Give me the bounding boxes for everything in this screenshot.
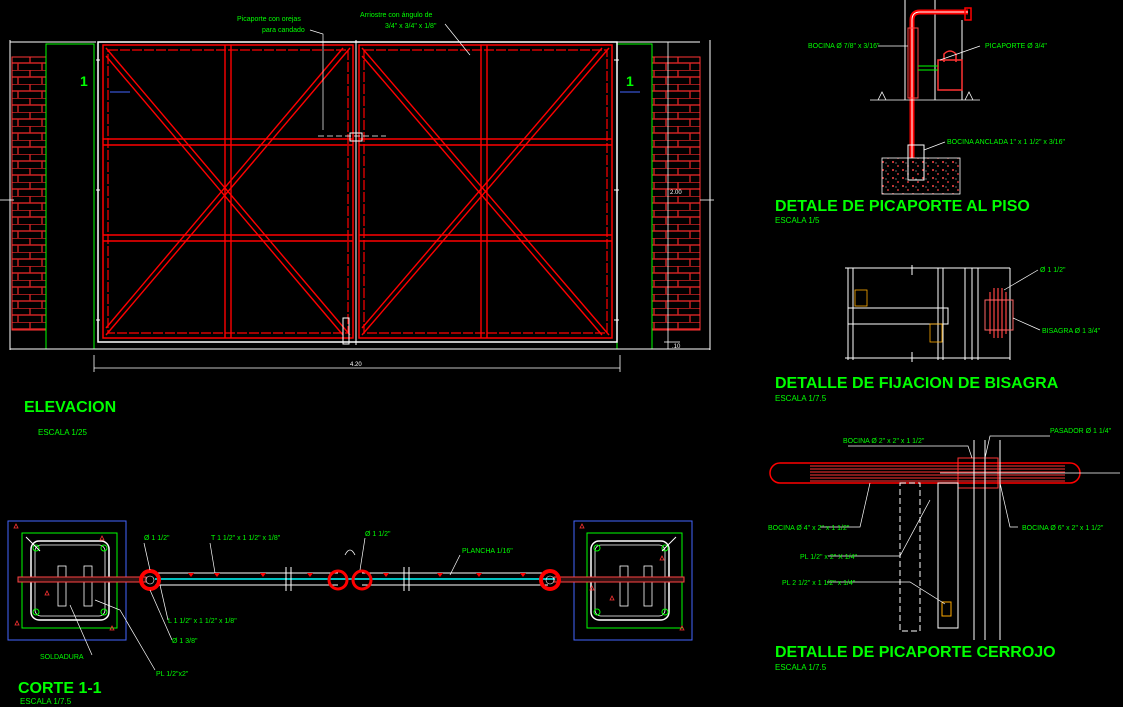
elevation-drawing: 1 1 Picaporte con orejas para candado Ar… xyxy=(0,12,714,372)
floor-latch-drawing: BOCINA Ø 7/8" x 3/16" PICAPORTE Ø 3/4" B… xyxy=(808,0,1065,195)
hinge-label-hinge: BISAGRA Ø 1 3/4" xyxy=(1042,328,1101,335)
elevation-scale: ESCALA 1/25 xyxy=(38,428,87,437)
axis-marker-right: 1 xyxy=(626,73,634,89)
width-dimension: 4.20 xyxy=(350,362,362,368)
section-scale: ESCALA 1/7.5 xyxy=(20,697,72,706)
brick-wall-right xyxy=(651,56,701,331)
section-label-plate: PLANCHA 1/16" xyxy=(462,548,513,555)
hinge-title: DETALLE DE FIJACION DE BISAGRA xyxy=(775,375,1059,392)
hinge-drawing: Ø 1 1/2" BISAGRA Ø 1 3/4" xyxy=(845,265,1101,362)
height-dimension: 2.00 xyxy=(670,190,682,196)
bolt-label-bush-right: BOCINA Ø 6" x 2" x 1 1/2" xyxy=(1022,525,1104,532)
floor-latch-label-anchored: BOCINA ANCLADA 1" x 1 1/2" x 3/16" xyxy=(947,139,1065,146)
bolt-drawing: BOCINA Ø 2" x 2" x 1 1/2" PASADOR Ø 1 1/… xyxy=(768,428,1120,640)
axis-marker-left: 1 xyxy=(80,73,88,89)
base-dimension: .10 xyxy=(672,344,681,350)
bolt-label-pl2: PL 2 1/2" x 1 1/2" x 1/4" xyxy=(782,580,856,587)
floor-latch-label-bushing: BOCINA Ø 7/8" x 3/16" xyxy=(808,43,880,50)
brick-wall-left xyxy=(11,56,47,331)
hinge-scale: ESCALA 1/7.5 xyxy=(775,394,827,403)
elevation-title: ELEVACION xyxy=(24,399,117,416)
section-label-t: T 1 1/2" x 1 1/2" x 1/8" xyxy=(211,535,281,542)
bolt-label-bush-top: BOCINA Ø 2" x 2" x 1 1/2" xyxy=(843,438,925,445)
bolt-title: DETALLE DE PICAPORTE CERROJO xyxy=(775,644,1056,661)
hinge-label-d: Ø 1 1/2" xyxy=(1040,267,1066,274)
section-label-pl: PL 1/2"x2" xyxy=(156,671,189,678)
brace-note-line2: 3/4" x 3/4" x 1/8" xyxy=(385,23,437,30)
latch-note-line2: para candado xyxy=(262,27,305,34)
floor-latch-scale: ESCALA 1/5 xyxy=(775,216,820,225)
section-label-weld: SOLDADURA xyxy=(40,654,84,661)
bolt-scale: ESCALA 1/7.5 xyxy=(775,663,827,672)
section-drawing: Ø 1 1/2" T 1 1/2" x 1 1/2" x 1/8" Ø 1 1/… xyxy=(7,520,693,678)
floor-latch-title: DETALE DE PICAPORTE AL PISO xyxy=(775,198,1030,215)
bolt-label-pin: PASADOR Ø 1 1/4" xyxy=(1050,428,1112,435)
section-label-d3: Ø 1 3/8" xyxy=(172,638,198,645)
bolt-label-pl1: PL 1/2" x 2" X 1/4" xyxy=(800,554,858,561)
latch-note-line1: Picaporte con orejas xyxy=(237,16,301,23)
bolt-label-bush-left: BOCINA Ø 4" x 2" x 1 1/2" xyxy=(768,525,850,532)
section-label-angle: L 1 1/2" x 1 1/2" x 1/8" xyxy=(168,618,237,625)
section-label-d1: Ø 1 1/2" xyxy=(144,535,170,542)
section-label-d2: Ø 1 1/2" xyxy=(365,531,391,538)
floor-latch-label-latch: PICAPORTE Ø 3/4" xyxy=(985,43,1047,50)
section-title: CORTE 1-1 xyxy=(18,680,102,697)
brace-note-line1: Arriostre con ángulo de xyxy=(360,12,432,19)
